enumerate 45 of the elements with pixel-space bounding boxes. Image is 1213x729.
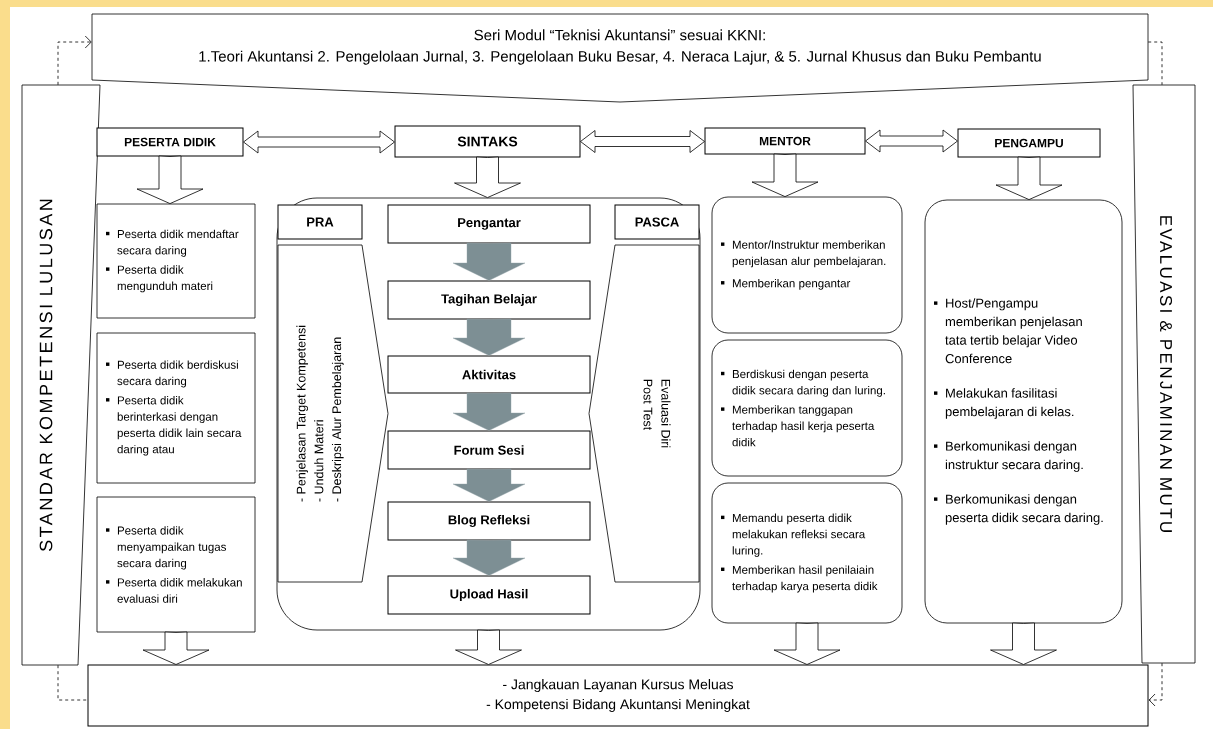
block-arrow	[455, 629, 522, 665]
step-box: Blog Refleksi	[387, 501, 591, 541]
phase-panel: - Penjelasan Target Kompetensi - Unduh Materi - Deskripsi Alur Pembelajaran	[277, 244, 389, 583]
header-box: SINTAKS	[394, 125, 581, 158]
activity-box: Mentor/Instruktur memberikan penjelasan alur pembelajaran. Memberikan pengantar	[711, 196, 903, 334]
activity-box: Host/Pengampu memberikan penjelasan tata tertib belajar Video Conference Melakukan fasilitasi pembelajaran di kelas. Berkomunikasi dengan instruktur secara daring. Berkomunikasi dengan peserta didik secara daring.	[924, 199, 1123, 624]
step-box: PASCA	[614, 204, 700, 240]
step-arrow	[452, 392, 526, 431]
block-arrow	[990, 622, 1057, 665]
header-box: PENGAMPU	[957, 128, 1101, 158]
step-arrow	[452, 468, 526, 502]
activity-box: Peserta didik mendaftar secara daring Peserta didik mengunduh materi	[96, 203, 256, 319]
step-box: Tagihan Belajar	[387, 280, 591, 320]
block-arrow	[142, 631, 210, 665]
dashed-arrow	[1148, 662, 1163, 707]
double-arrow	[243, 130, 395, 154]
phase-panel: Evaluasi Diri Post Test	[588, 244, 700, 583]
step-box: Upload Hasil	[387, 575, 591, 615]
dashed-connector	[1147, 41, 1163, 86]
activity-box: Berdiskusi dengan peserta didik secara daring dan luring. Memberikan tanggapan terhadap hasil kerja peserta didik	[711, 339, 903, 477]
block-arrow	[751, 153, 819, 197]
activity-box: Memandu peserta didik melakukan refleksi secara luring. Memberikan hasil penilaiain terhadap karya peserta didik	[711, 482, 903, 624]
module-banner: Seri Modul “Teknisi Akuntansi” sesuai KKNI: 1.Teori Akuntansi 2. Pengelolaan Jurnal, 3. Pengelolaan Buku Besar, 4. Neraca Lajur, & 5. Jurnal Khusus dan Buku Pembantu	[91, 13, 1149, 103]
syntax-frame	[276, 197, 701, 631]
side-band: EVALUASI & PENJAMINAN MUTU	[1132, 84, 1196, 664]
activity-box: Peserta didik berdiskusi secara daring Peserta didik berinterkasi dengan peserta didik lain secara daring atau	[96, 332, 256, 484]
step-box: PRA	[277, 204, 363, 240]
activity-box: Peserta didik menyampaikan tugas secara daring Peserta didik melakukan evaluasi diri	[96, 496, 256, 633]
header-box: PESERTA DIDIK	[96, 127, 244, 157]
step-box: Forum Sesi	[387, 430, 591, 470]
step-arrow	[452, 539, 526, 576]
step-box: Aktivitas	[387, 355, 591, 394]
block-arrow	[773, 622, 841, 665]
double-arrow	[865, 129, 958, 153]
block-arrow	[454, 156, 521, 198]
block-arrow	[136, 155, 204, 204]
step-arrow	[452, 318, 526, 356]
step-box: Pengantar	[387, 204, 591, 244]
block-arrow	[995, 156, 1063, 200]
outcome-box: - Jangkauan Layanan Kursus Meluas - Kompetensi Bidang Akuntansi Meningkat	[87, 664, 1149, 727]
dashed-connector	[57, 664, 88, 701]
header-box: MENTOR	[704, 127, 866, 155]
double-arrow	[580, 130, 705, 153]
dashed-arrow	[57, 35, 92, 86]
step-arrow	[452, 242, 526, 281]
